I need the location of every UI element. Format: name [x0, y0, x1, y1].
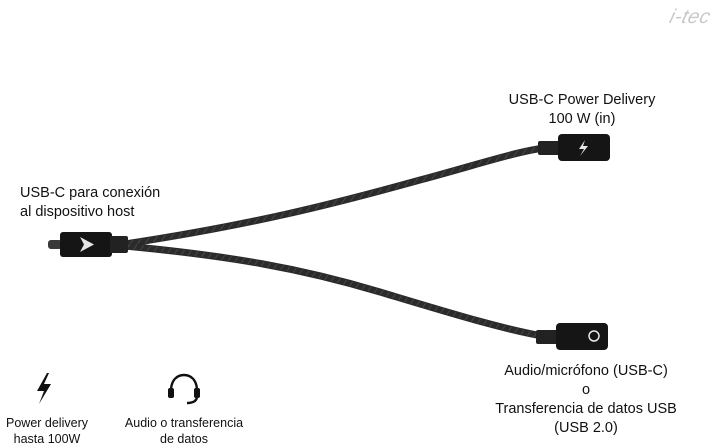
- feature-power-line-2: hasta 100W: [13, 432, 81, 446]
- lightning-bolt-icon: [37, 373, 51, 404]
- host-label-line-2: al dispositivo host: [20, 204, 135, 220]
- feature-power-caption: Power delivery hasta 100W: [0, 415, 102, 447]
- audio-label-line-2: o: [581, 382, 591, 398]
- feature-power-line-1: Power delivery: [6, 416, 88, 430]
- audio-usb-c-connector: [536, 323, 608, 350]
- feature-audio-line-2: de datos: [160, 432, 208, 446]
- host-label-line-1: USB-C para conexión: [20, 185, 161, 201]
- power-connector-label: USB-C Power Delivery 100 W (in): [482, 91, 682, 129]
- power-label-line-1: USB-C Power Delivery: [508, 92, 656, 108]
- headset-icon: [168, 373, 200, 405]
- host-usb-c-connector: [48, 232, 128, 257]
- feature-audio-line-1: Audio o transferencia: [124, 416, 244, 430]
- feature-audio-caption: Audio o transferencia de datos: [114, 415, 254, 447]
- host-connector-label: USB-C para conexión al dispositivo host: [20, 184, 160, 222]
- audio-label-line-4: (USB 2.0): [554, 420, 618, 436]
- power-label-line-2: 100 W (in): [548, 111, 616, 127]
- audio-connector-label: Audio/micrófono (USB-C) o Transferencia …: [486, 362, 686, 438]
- audio-label-line-1: Audio/micrófono (USB-C): [504, 363, 668, 379]
- power-usb-c-connector: [538, 134, 610, 161]
- audio-label-line-3: Transferencia de datos USB: [495, 401, 677, 417]
